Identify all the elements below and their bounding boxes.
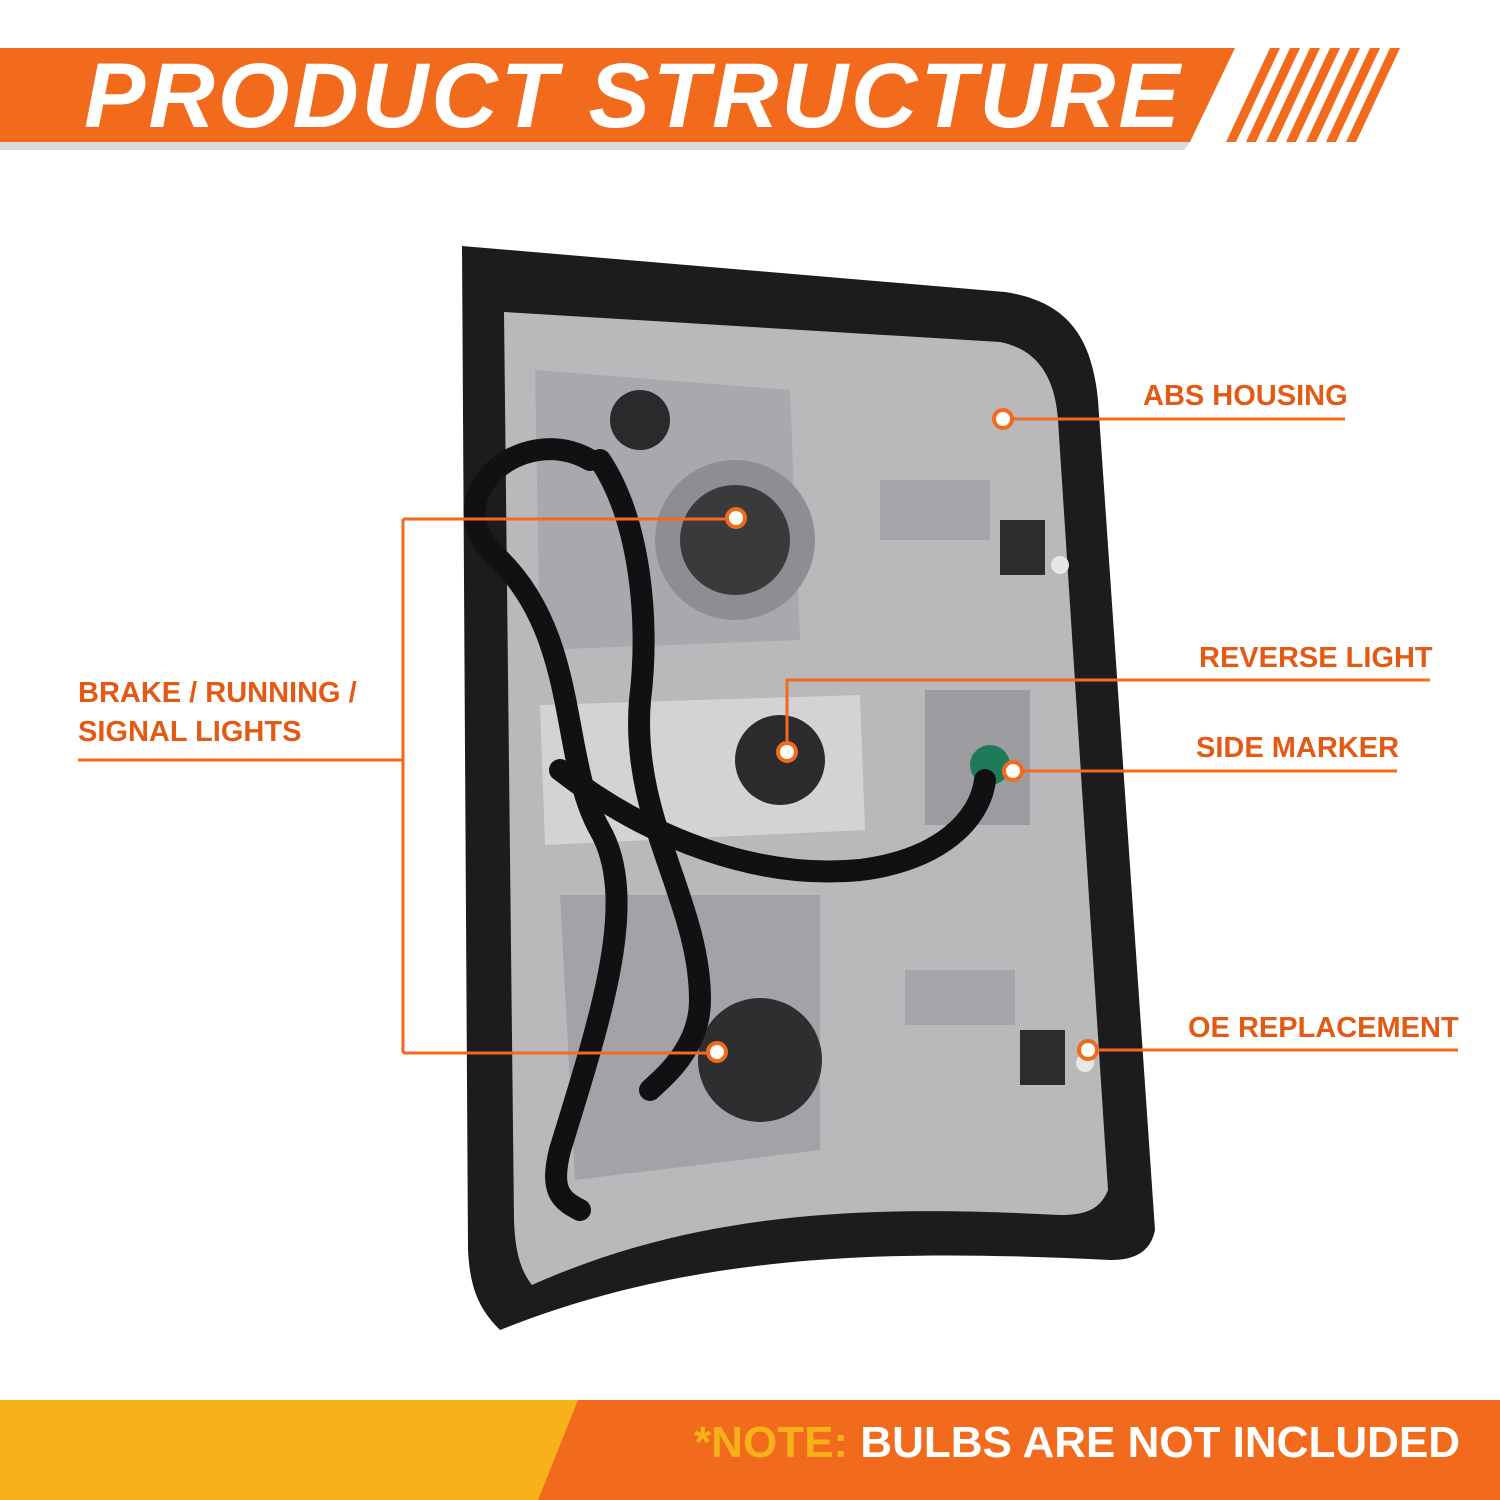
note-text: BULBS ARE NOT INCLUDED xyxy=(860,1418,1460,1467)
callout-abs-housing: ABS HOUSING xyxy=(1143,380,1348,412)
header-banner: PRODUCT STRUCTURE xyxy=(0,40,1500,150)
header-stripes-icon xyxy=(1226,48,1400,142)
callout-oe-replacement: OE REPLACEMENT xyxy=(1188,1012,1459,1044)
footer-banner-shape xyxy=(0,1400,1500,1500)
callout-brake-running-line1: BRAKE / RUNNING / xyxy=(78,677,357,709)
footer-note: *NOTE: BULBS ARE NOT INCLUDED xyxy=(694,1418,1460,1468)
callout-reverse-light: REVERSE LIGHT xyxy=(1199,642,1433,674)
footer-banner: *NOTE: BULBS ARE NOT INCLUDED xyxy=(0,1400,1500,1500)
note-label: *NOTE: xyxy=(694,1418,849,1467)
header-banner-shape xyxy=(0,48,1400,150)
callout-lines xyxy=(78,417,1458,1055)
page-title: PRODUCT STRUCTURE xyxy=(84,45,1183,147)
callout-side-marker: SIDE MARKER xyxy=(1196,732,1400,764)
callout-signal-lights-line2: SIGNAL LIGHTS xyxy=(78,716,302,748)
wiring-harness xyxy=(463,438,996,1221)
